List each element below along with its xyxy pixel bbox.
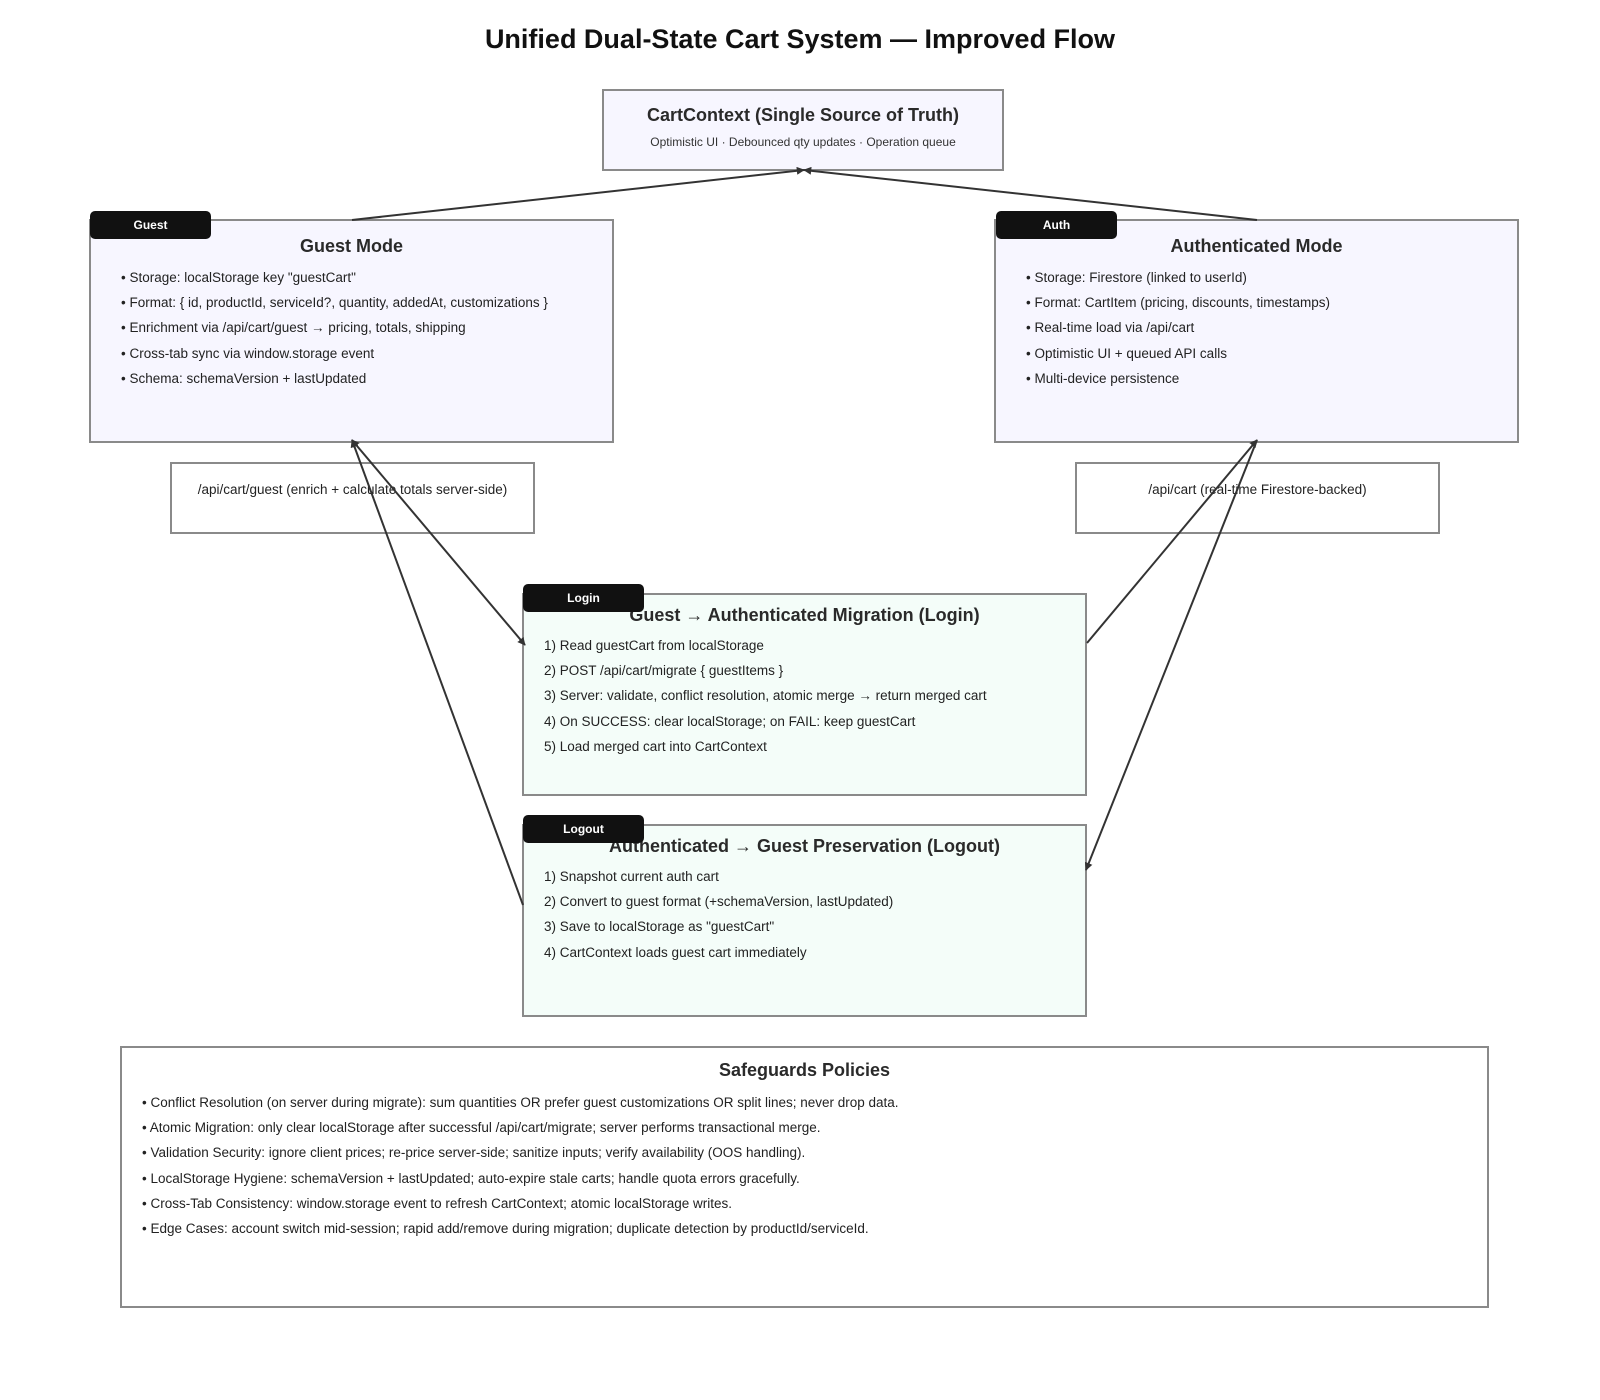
list-item: 4) On SUCCESS: clear localStorage; on FA…: [544, 713, 916, 729]
logout-steps-list: 1) Snapshot current auth cart 2) Convert…: [544, 864, 893, 965]
guest-badge: Guest: [90, 211, 211, 239]
list-item: 4) CartContext loads guest cart immediat…: [544, 944, 807, 960]
login-migration-title: Guest → Authenticated Migration (Login): [629, 605, 980, 625]
arrow-auth-to-logout: [1084, 439, 1258, 871]
guest-mode-box: Guest Mode • Storage: localStorage key "…: [89, 219, 614, 443]
guest-mode-title: Guest Mode: [299, 236, 403, 256]
auth-mode-title: Authenticated Mode: [1170, 236, 1343, 256]
login-migration-box: Guest → Authenticated Migration (Login) …: [522, 593, 1087, 796]
list-item: 3) Server: validate, conflict resolution…: [544, 688, 987, 704]
list-item: • Enrichment via /api/cart/guest → prici…: [121, 320, 466, 336]
auth-badge: Auth: [996, 211, 1117, 239]
login-badge: Login: [523, 584, 644, 612]
diagram-title: Unified Dual-State Cart System — Improve…: [484, 24, 1116, 54]
list-item: 1) Snapshot current auth cart: [544, 869, 719, 884]
list-item: • Storage: localStorage key "guestCart": [121, 270, 356, 285]
logout-preservation-box: Authenticated → Guest Preservation (Logo…: [522, 824, 1087, 1017]
cart-context-title: CartContext (Single Source of Truth): [646, 105, 959, 125]
list-item: • Conflict Resolution (on server during …: [142, 1095, 899, 1110]
list-item: • Optimistic UI + queued API calls: [1026, 345, 1227, 361]
list-item: 2) Convert to guest format (+schemaVersi…: [544, 894, 894, 910]
arrow-guest-to-context: [351, 166, 805, 221]
arrow-login-to-auth: [1086, 439, 1258, 644]
arrow-guest-to-login: [351, 439, 526, 646]
logout-preservation-title: Authenticated → Guest Preservation (Logo…: [608, 836, 1001, 856]
list-item: 1) Read guestCart from localStorage: [544, 638, 764, 653]
cart-context-box: CartContext (Single Source of Truth) Opt…: [602, 89, 1004, 171]
list-item: • Real-time load via /api/cart: [1026, 320, 1195, 336]
list-item: • Format: CartItem (pricing, discounts, …: [1026, 295, 1331, 311]
list-item: • LocalStorage Hygiene: schemaVersion + …: [142, 1170, 800, 1186]
list-item: • Schema: schemaVersion + lastUpdated: [121, 370, 367, 386]
safeguards-box: Safeguards Policies • Conflict Resolutio…: [120, 1046, 1489, 1308]
list-item: 2) POST /api/cart/migrate { guestItems }: [544, 663, 784, 679]
logout-badge: Logout: [523, 815, 644, 843]
list-item: • Edge Cases: account switch mid-session…: [142, 1221, 869, 1237]
safeguards-title: Safeguards Policies: [718, 1060, 891, 1080]
list-item: • Storage: Firestore (linked to userId): [1026, 270, 1247, 285]
login-steps-list: 1) Read guestCart from localStorage 2) P…: [544, 633, 987, 759]
list-item: • Multi-device persistence: [1026, 370, 1180, 386]
arrow-logout-to-guest: [350, 439, 524, 906]
list-item: 3) Save to localStorage as "guestCart": [544, 919, 775, 935]
list-item: • Cross-Tab Consistency: window.storage …: [142, 1195, 732, 1211]
safeguards-list: • Conflict Resolution (on server during …: [142, 1090, 899, 1241]
arrow-auth-to-context: [803, 166, 1258, 221]
list-item: • Format: { id, productId, serviceId?, q…: [121, 295, 548, 311]
list-item: • Validation Security: ignore client pri…: [142, 1145, 806, 1161]
auth-mode-box: Authenticated Mode • Storage: Firestore …: [994, 219, 1519, 443]
cart-context-subtitle: Optimistic UI · Debounced qty updates · …: [650, 135, 956, 149]
list-item: • Atomic Migration: only clear localStor…: [142, 1120, 821, 1136]
list-item: • Cross-tab sync via window.storage even…: [121, 345, 375, 361]
guest-mode-list: • Storage: localStorage key "guestCart" …: [121, 265, 548, 391]
auth-api-box: /api/cart (real-time Firestore-backed): [1075, 462, 1440, 534]
auth-api-label: /api/cart (real-time Firestore-backed): [1148, 482, 1367, 497]
auth-mode-list: • Storage: Firestore (linked to userId) …: [1026, 265, 1330, 391]
list-item: 5) Load merged cart into CartContext: [544, 738, 767, 754]
